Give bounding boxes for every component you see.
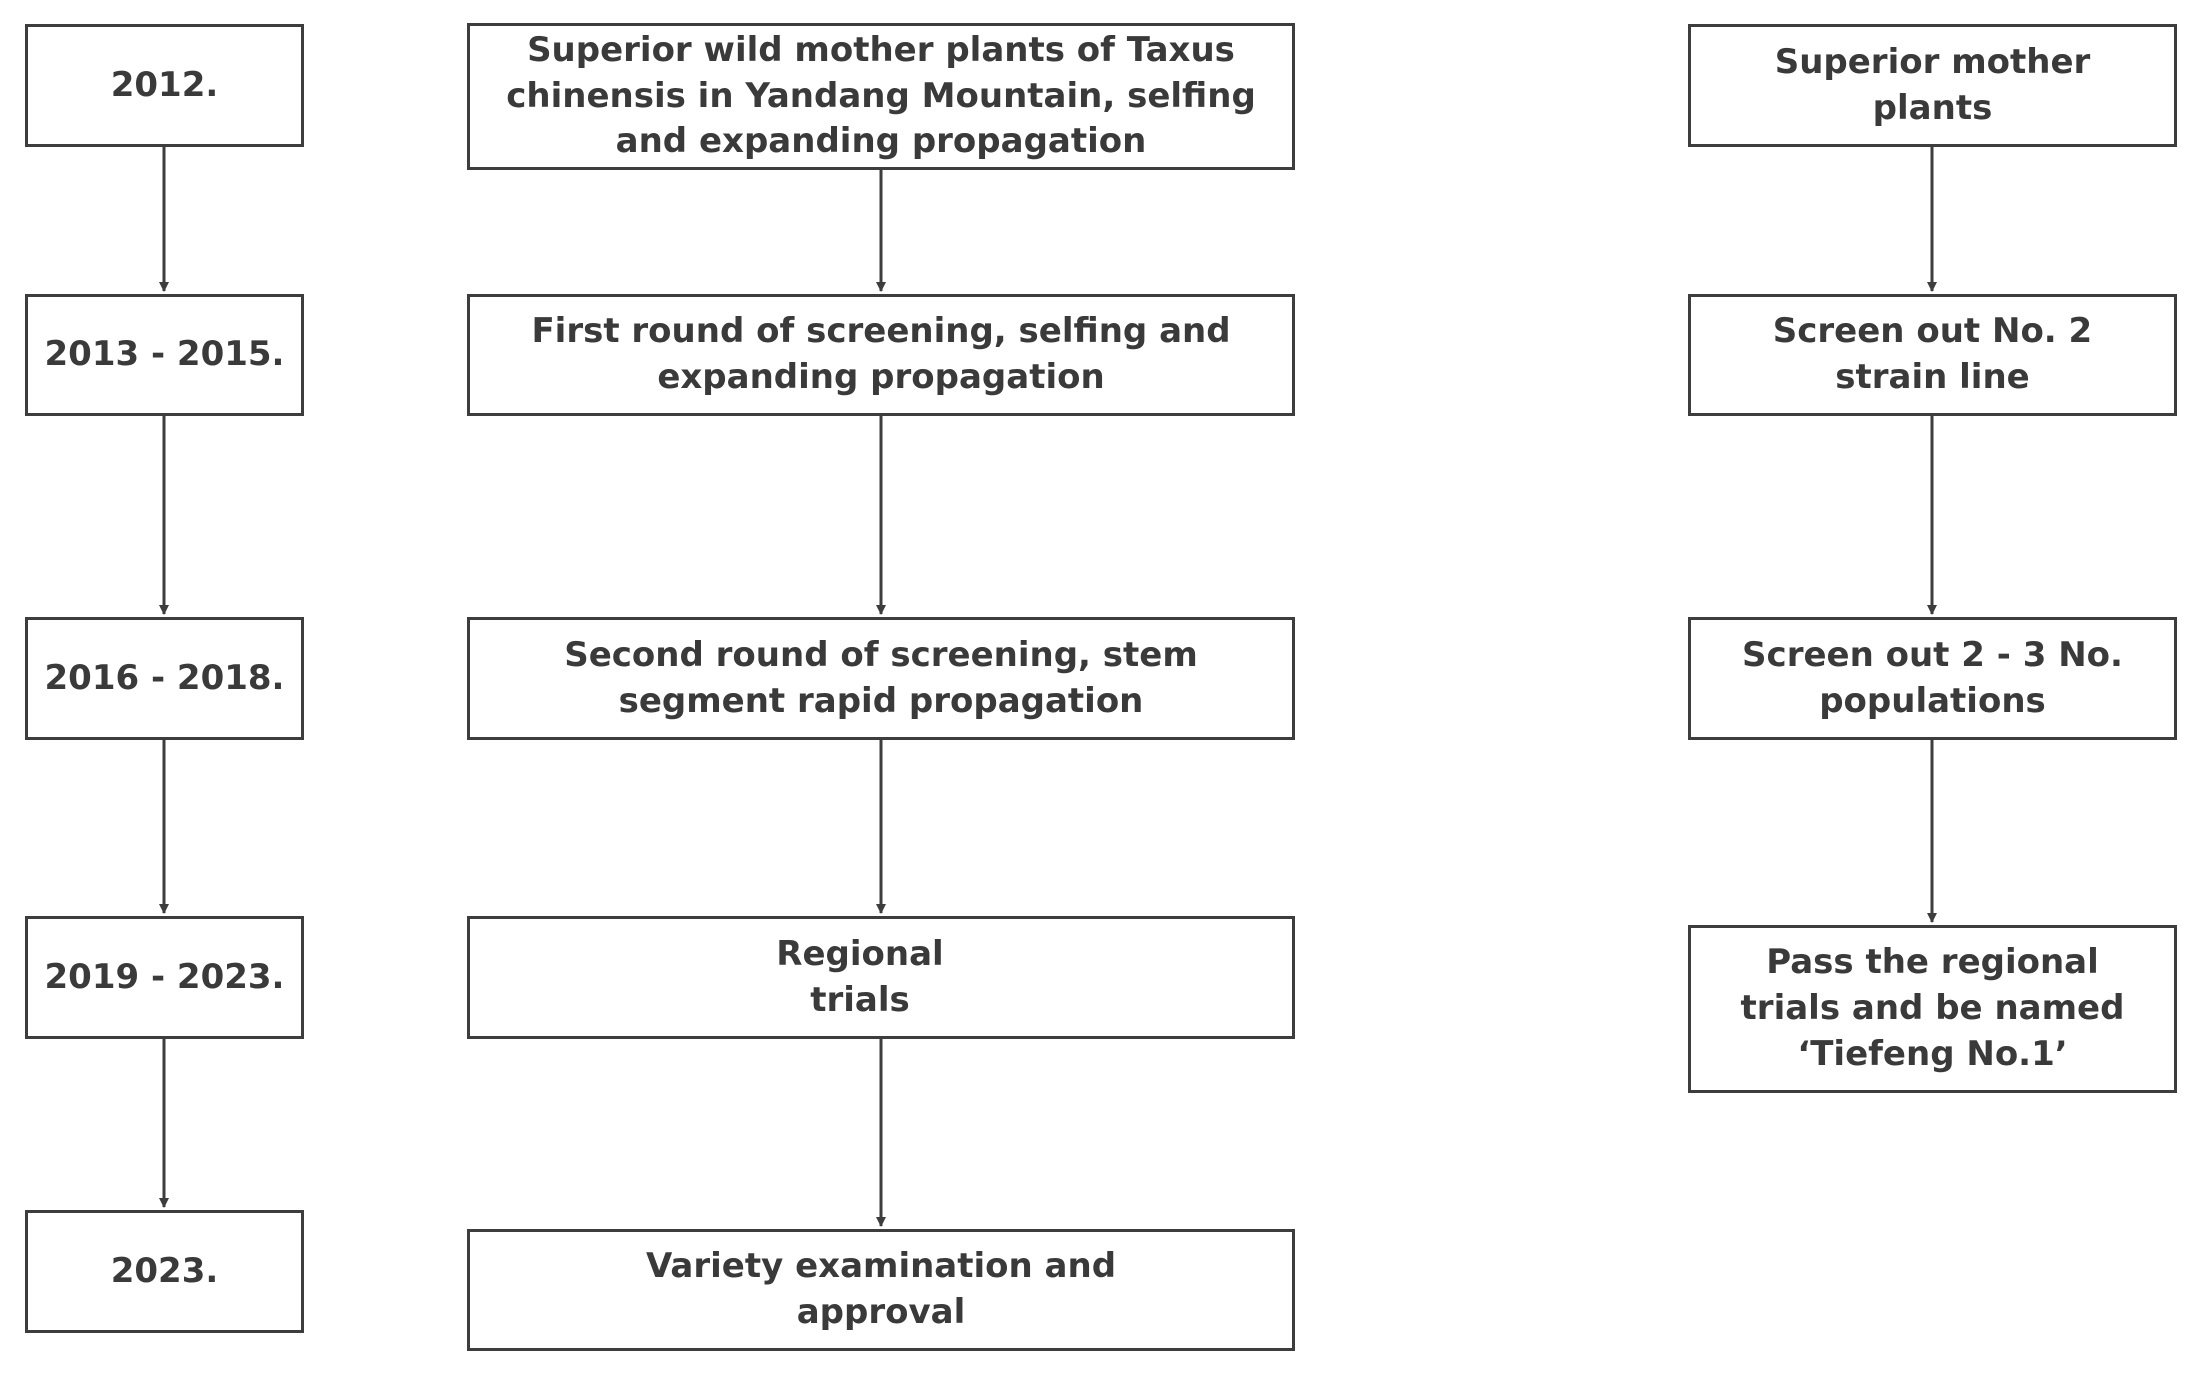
result-text-line: plants bbox=[1872, 87, 1993, 128]
process-text-line: Superior wild mother plants of Taxus bbox=[527, 29, 1235, 70]
process-box-variety-approval: Variety examination and approval bbox=[467, 1229, 1295, 1351]
result-box-populations: Screen out 2 - 3 No. populations bbox=[1688, 617, 2177, 740]
result-text-line: trials and be named bbox=[1740, 988, 2125, 1029]
year-label: 2019 - 2023. bbox=[44, 956, 285, 997]
result-text-line: strain line bbox=[1835, 357, 2030, 397]
result-text-line: Pass the regional bbox=[1766, 942, 2099, 983]
year-box-2019-2023: 2019 - 2023. bbox=[25, 916, 304, 1039]
result-text-line: Superior mother bbox=[1774, 41, 2091, 82]
year-label: 2023. bbox=[110, 1250, 219, 1291]
process-box-wild-mother-plants: Superior wild mother plants of Taxus chi… bbox=[467, 23, 1295, 170]
year-label: 2013 - 2015. bbox=[44, 334, 285, 375]
result-box-strain-line: Screen out No. 2 strain line bbox=[1688, 294, 2177, 416]
result-box-superior-mother-plants: Superior mother plants bbox=[1688, 24, 2177, 147]
year-label: 2012. bbox=[110, 64, 219, 105]
process-text-line: Variety examination and bbox=[645, 1246, 1117, 1287]
process-text-line: segment rapid propagation bbox=[618, 680, 1144, 721]
process-text-line: First round of screening, selfing and bbox=[531, 311, 1231, 352]
year-label: 2016 - 2018. bbox=[44, 657, 285, 698]
year-box-2023: 2023. bbox=[25, 1210, 304, 1333]
result-text-line: ‘Tiefeng No.1’ bbox=[1797, 1033, 2068, 1074]
process-text-line: expanding propagation bbox=[657, 357, 1105, 397]
year-box-2016-2018: 2016 - 2018. bbox=[25, 617, 304, 740]
year-box-2012: 2012. bbox=[25, 24, 304, 147]
process-text-line: approval bbox=[796, 1292, 966, 1332]
process-box-first-round-screening: First round of screening, selfing and ex… bbox=[467, 294, 1295, 416]
result-text-line: populations bbox=[1819, 680, 2046, 721]
year-box-2013-2015: 2013 - 2015. bbox=[25, 294, 304, 416]
result-text-line: Screen out 2 - 3 No. bbox=[1742, 634, 2123, 675]
process-box-second-round-screening: Second round of screening, stem segment … bbox=[467, 617, 1295, 740]
process-text-line: Regional bbox=[776, 933, 944, 974]
result-text-line: Screen out No. 2 bbox=[1772, 311, 2093, 352]
process-text-line: Second round of screening, stem bbox=[564, 634, 1198, 675]
process-text-line: and expanding propagation bbox=[615, 121, 1147, 162]
result-box-tiefeng-no1: Pass the regional trials and be named ‘T… bbox=[1688, 925, 2177, 1093]
process-text-line: chinensis in Yandang Mountain, selfing bbox=[506, 75, 1256, 116]
process-box-regional-trials: Regional trials bbox=[467, 916, 1295, 1039]
process-text-line: trials bbox=[810, 979, 910, 1020]
